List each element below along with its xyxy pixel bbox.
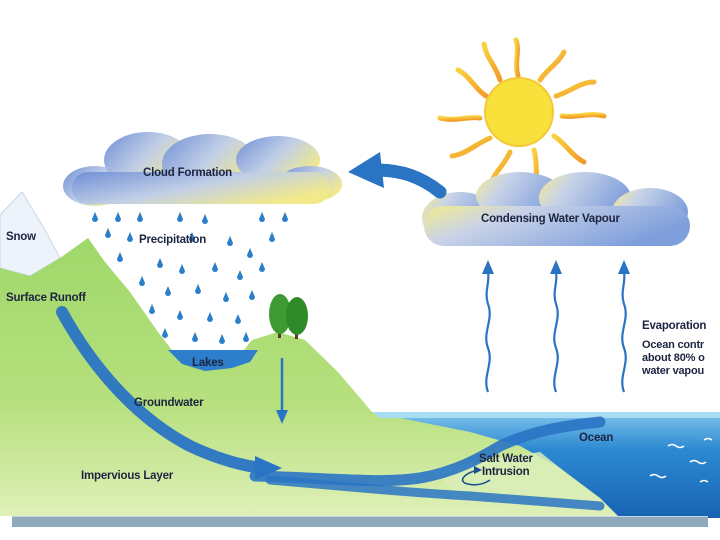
ocean-waves [649, 437, 713, 483]
lake [168, 350, 258, 371]
vapour-to-cloud-arrow [369, 163, 447, 199]
land-mass [0, 238, 620, 516]
label-condensing-water-vapour: Condensing Water Vapour [481, 213, 620, 225]
trees [269, 294, 308, 339]
salt-water-curl-arrow [461, 469, 491, 486]
label-ocean-note-2: about 80% o [642, 352, 705, 364]
label-salt-water: Salt Water [479, 453, 533, 465]
salt-water-curl-arrowhead [474, 466, 482, 474]
ocean-surface-highlight [372, 412, 720, 418]
label-cloud-formation: Cloud Formation [143, 167, 232, 179]
precipitation-drops [92, 212, 288, 344]
evaporation-arrows [485, 271, 627, 393]
deep-flow [249, 416, 606, 487]
deep-flow-lower [265, 475, 605, 511]
sun-icon [484, 77, 554, 147]
label-groundwater: Groundwater [134, 397, 204, 409]
label-evaporation: Evaporation [642, 320, 707, 332]
label-intrusion: Intrusion [482, 466, 530, 478]
label-ocean-note-3: water vapou [642, 365, 704, 377]
label-lakes: Lakes [192, 357, 224, 369]
groundwater-flow [56, 306, 268, 474]
condensing-vapour-cloud [422, 172, 690, 246]
evaporation-arrowheads [482, 260, 630, 274]
infiltration-arrowhead [276, 410, 288, 424]
label-precipitation: Precipitation [139, 234, 207, 246]
label-impervious-layer: Impervious Layer [81, 470, 174, 482]
cloud-formation-cloud [63, 132, 342, 206]
label-ocean: Ocean [579, 432, 614, 444]
label-snow: Snow [6, 231, 36, 243]
ocean [372, 412, 720, 518]
sun-rays [437, 37, 607, 193]
bottom-bar [12, 516, 708, 527]
label-surface-runoff: Surface Runoff [6, 292, 86, 304]
label-ocean-note-1: Ocean contr [642, 339, 704, 351]
vapour-to-cloud-arrowhead [348, 152, 384, 188]
